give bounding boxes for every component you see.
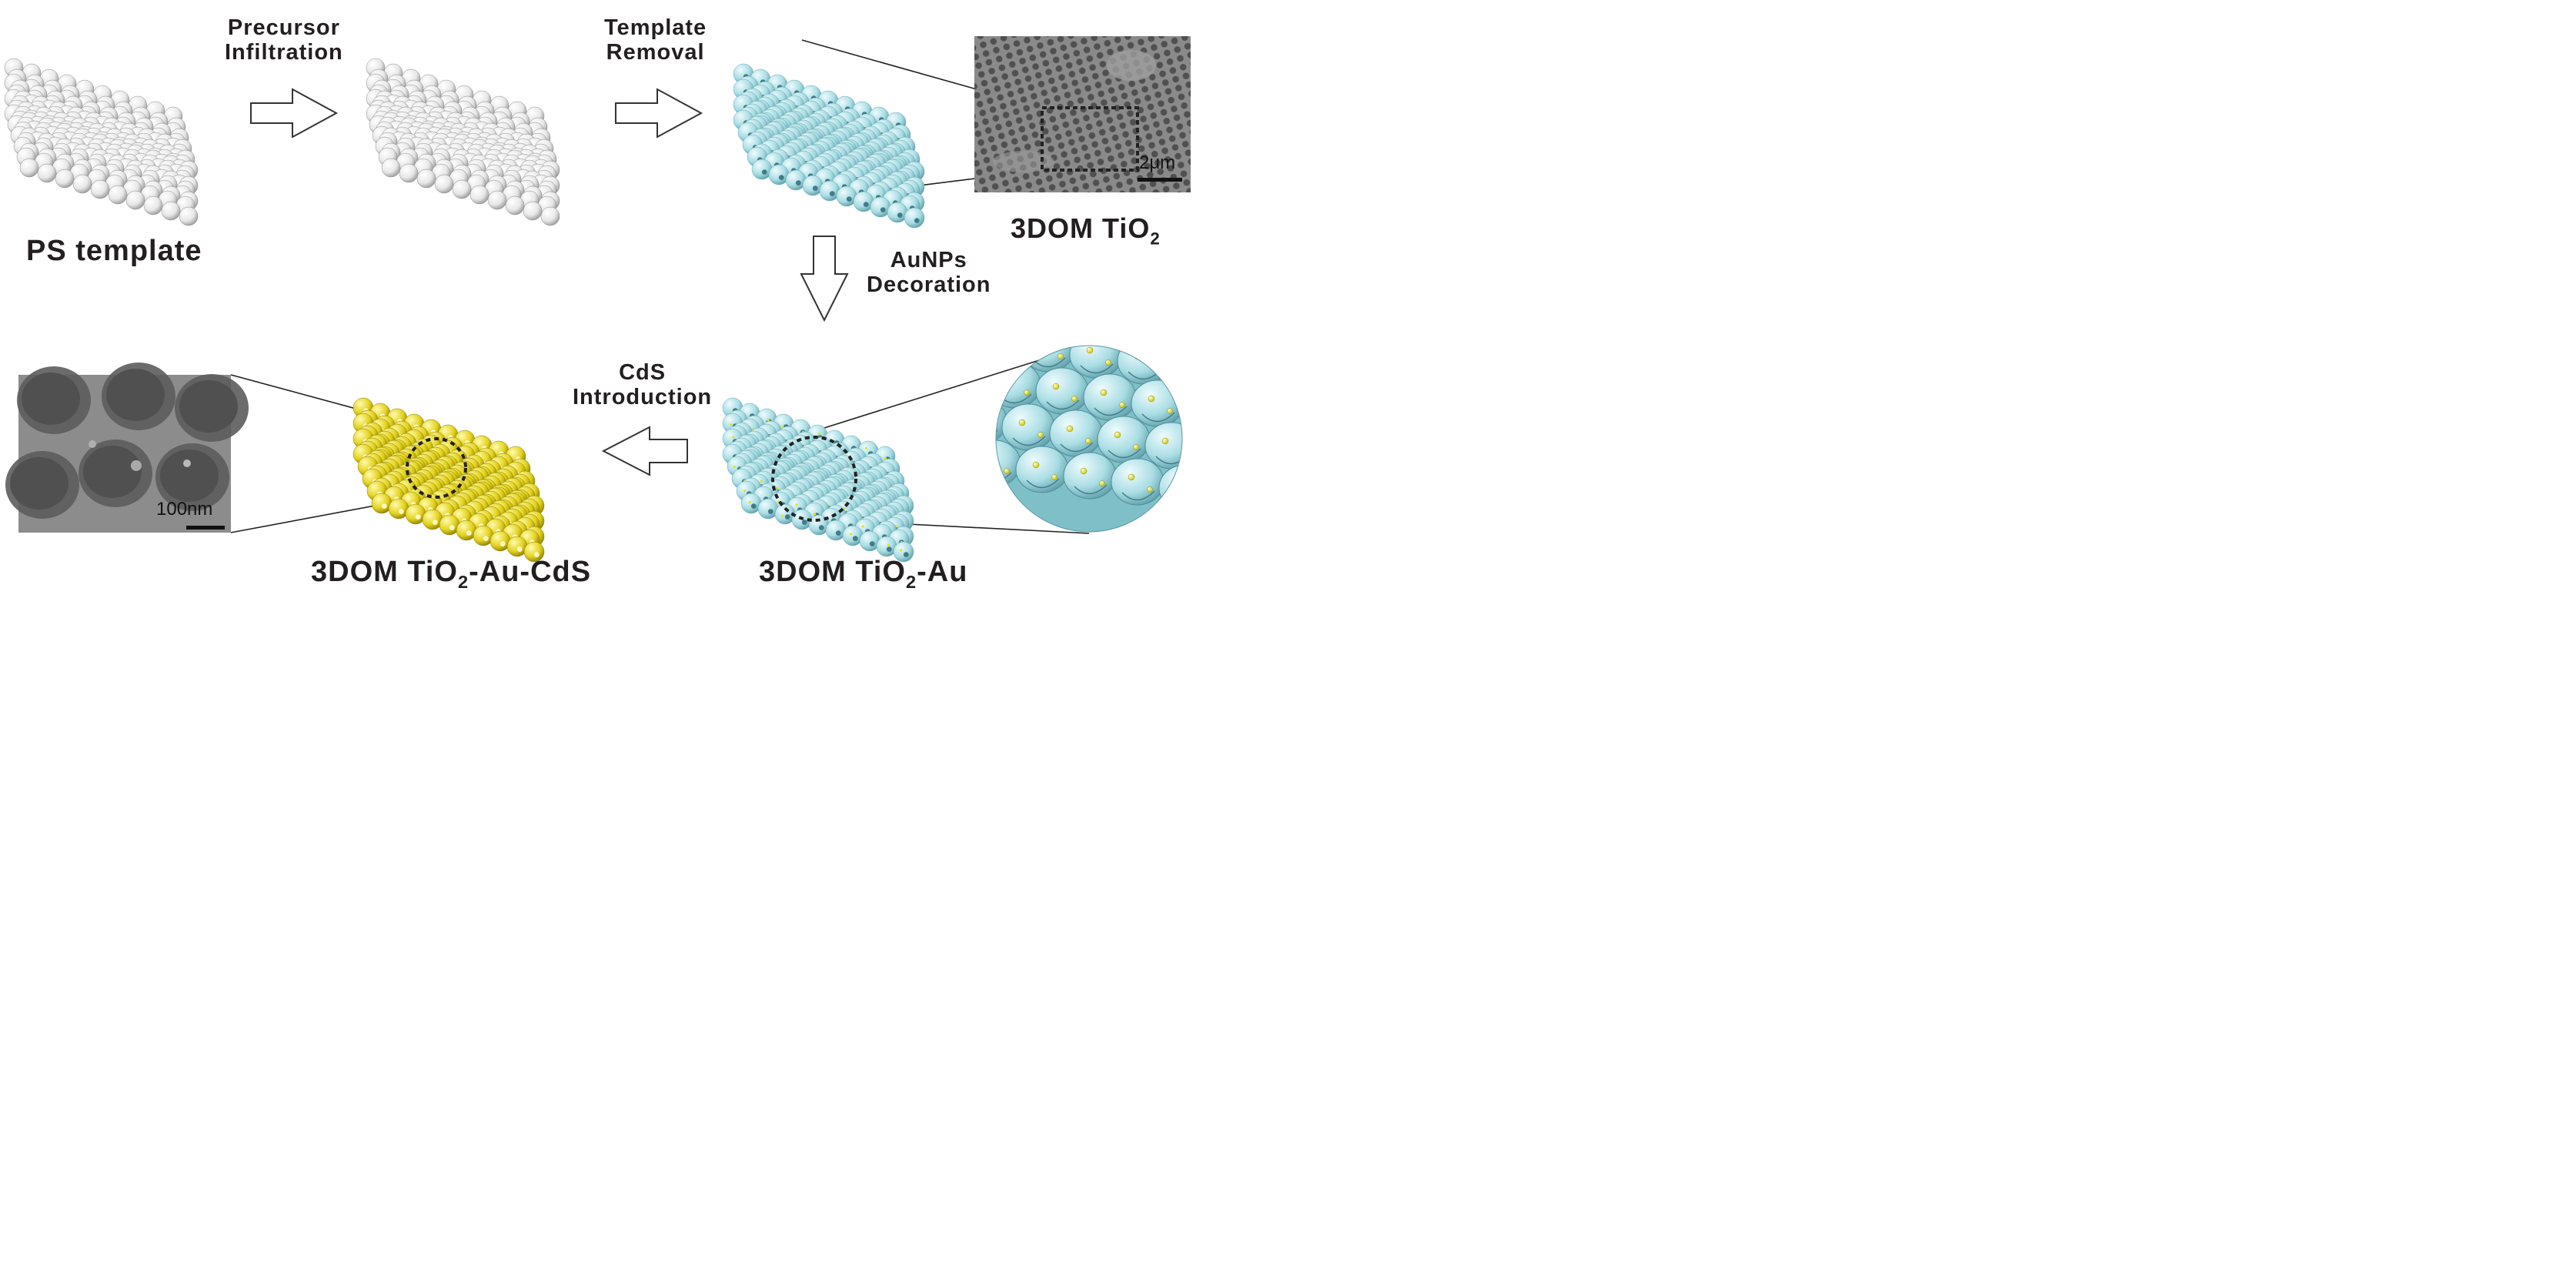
label-3dom-tio2-main: 3DOM TiO <box>1011 212 1150 244</box>
label-3dom-tio2: 3DOM TiO2 <box>1011 213 1161 248</box>
step-decoration-line1: AuNPs <box>867 248 991 272</box>
label-3dom-tio2-au-cds-sub: 2 <box>458 572 469 592</box>
scale-bar-bottom <box>186 526 225 530</box>
step-label-introduction: CdS Introduction <box>573 360 712 410</box>
arrow-decoration <box>801 236 847 320</box>
tio2-au-block <box>723 398 914 562</box>
tio2-inverse-opal-block <box>733 64 924 228</box>
infiltrated-template-block <box>366 58 560 226</box>
label-3dom-tio2-au: 3DOM TiO2-Au <box>759 556 967 592</box>
synthesis-scheme: Precursor Infiltration Template Removal … <box>0 0 1204 600</box>
step-introduction-line1: CdS <box>573 360 712 385</box>
tio2-au-cds-block <box>353 398 544 562</box>
scale-label-top: 2μm <box>1139 152 1175 174</box>
step-label-removal: Template Removal <box>604 15 707 65</box>
step-removal-line2: Removal <box>604 40 707 65</box>
label-3dom-tio2-au-cds-main: 3DOM TiO <box>311 556 458 588</box>
step-removal-line1: Template <box>604 15 707 40</box>
arrow-removal <box>616 89 701 137</box>
step-decoration-line2: Decoration <box>867 272 991 297</box>
label-3dom-tio2-au-sub: 2 <box>906 572 917 592</box>
label-3dom-tio2-au-cds: 3DOM TiO2-Au-CdS <box>311 556 591 592</box>
label-3dom-tio2-au-cds-suffix: -Au-CdS <box>469 556 591 588</box>
step-infiltration-line2: Infiltration <box>225 40 343 65</box>
label-3dom-tio2-au-main: 3DOM TiO <box>759 556 906 588</box>
ps-template-block <box>5 58 198 226</box>
label-ps-template: PS template <box>26 235 202 268</box>
step-label-decoration: AuNPs Decoration <box>867 248 991 298</box>
arrow-introduction <box>603 427 687 475</box>
label-3dom-tio2-sub: 2 <box>1150 229 1160 248</box>
label-3dom-tio2-au-suffix: -Au <box>917 556 967 588</box>
scale-bar-top <box>1138 178 1182 182</box>
step-infiltration-line1: Precursor <box>225 15 343 40</box>
scale-label-bottom: 100nm <box>156 499 212 520</box>
step-label-infiltration: Precursor Infiltration <box>225 15 343 65</box>
step-introduction-line2: Introduction <box>573 385 712 409</box>
arrow-infiltration <box>251 89 336 137</box>
